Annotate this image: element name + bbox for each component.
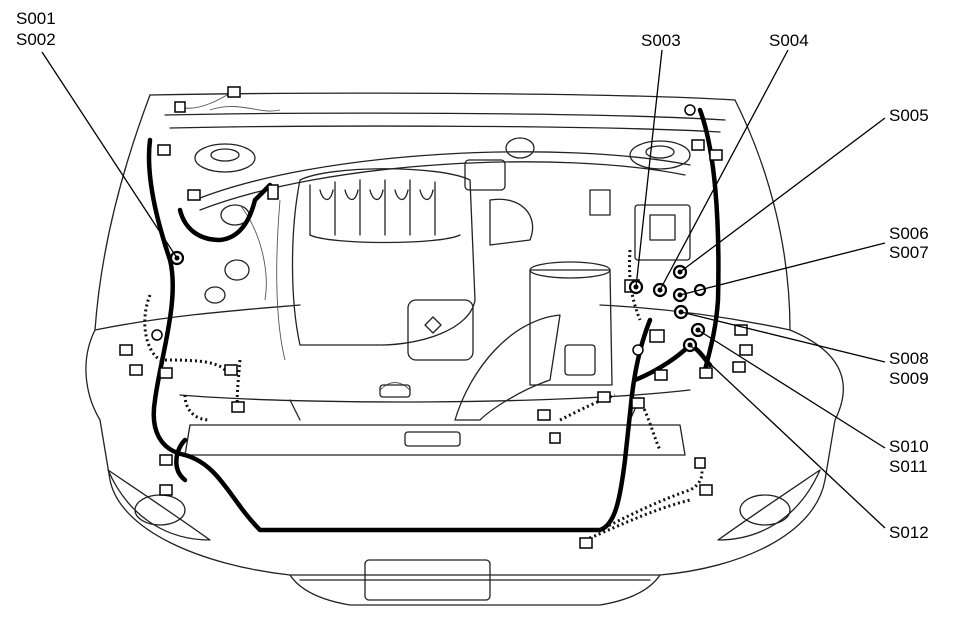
connector — [654, 369, 668, 381]
connector — [174, 101, 186, 113]
label-s001: S001 — [16, 9, 56, 28]
connector — [187, 189, 201, 201]
leader-s005 — [679, 117, 886, 273]
leader-s003 — [635, 49, 663, 288]
connector — [699, 484, 713, 496]
connector — [549, 432, 561, 444]
leader-s010-s011 — [697, 329, 886, 449]
connector — [734, 324, 748, 336]
connectors — [119, 86, 753, 549]
connector — [597, 391, 611, 403]
connector — [231, 401, 245, 413]
connector — [227, 86, 241, 98]
connector — [267, 184, 279, 200]
label-s010: S010 — [889, 437, 929, 456]
car-body — [85, 92, 844, 606]
connector — [579, 537, 593, 549]
splice-points — [169, 250, 707, 353]
connector — [632, 344, 644, 356]
label-s008: S008 — [889, 349, 929, 368]
connector — [157, 144, 171, 156]
wiring-harness — [143, 89, 721, 542]
connector — [739, 344, 753, 356]
label-s012: S012 — [889, 523, 929, 542]
connector — [151, 329, 163, 341]
label-s009: S009 — [889, 369, 929, 388]
connector — [694, 457, 706, 469]
label-s007: S007 — [889, 243, 929, 262]
connector — [159, 367, 173, 379]
connector — [159, 484, 173, 496]
label-s005: S005 — [889, 106, 929, 125]
label-s002: S002 — [16, 30, 56, 49]
label-s011: S011 — [889, 457, 928, 476]
connector — [684, 104, 696, 116]
connector — [691, 139, 705, 151]
connector — [129, 364, 143, 376]
connector — [159, 454, 173, 466]
connector — [537, 409, 551, 421]
label-s006: S006 — [889, 224, 929, 243]
label-s004: S004 — [769, 31, 809, 50]
leader-s004 — [659, 49, 789, 291]
connector — [119, 344, 133, 356]
connector — [224, 364, 238, 376]
connector — [649, 329, 665, 343]
leader-s001-s002 — [41, 51, 178, 259]
label-s003: S003 — [641, 31, 681, 50]
connector — [732, 361, 746, 373]
connector — [709, 149, 723, 161]
engine-block — [204, 137, 691, 421]
connector — [699, 367, 713, 379]
leader-lines — [41, 49, 886, 529]
connector — [631, 397, 645, 409]
leader-s012 — [689, 344, 886, 529]
leader-s006-s007 — [679, 242, 886, 296]
leader-s008-s009 — [680, 311, 886, 363]
